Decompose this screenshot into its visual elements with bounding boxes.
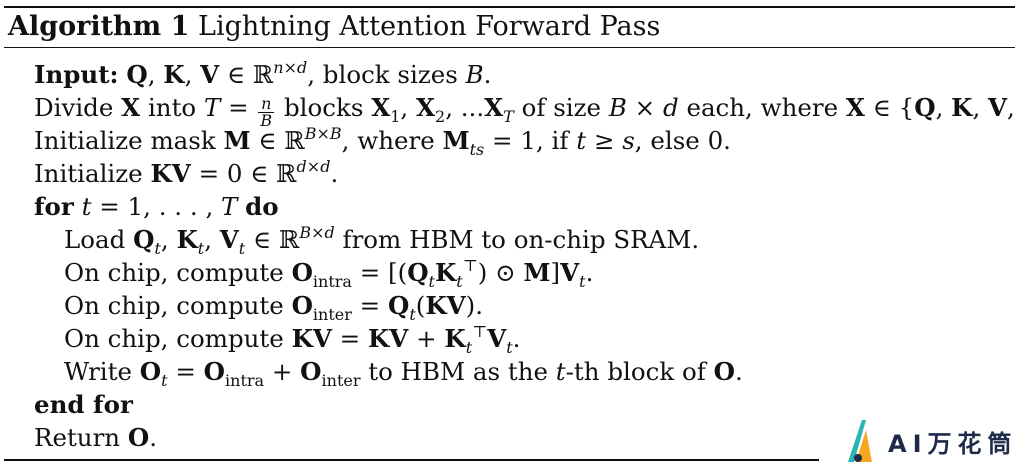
for-keyword: for <box>34 192 74 221</box>
line-compute-intra: On chip, compute Ointra = [(QtKt⊤) ⊙ M]V… <box>64 256 594 291</box>
line-input: Input: Q, K, V ∈ ℝn×d, block sizes B. <box>34 58 492 90</box>
watermark-text: AI万花筒 <box>888 430 1018 458</box>
input-rest: , block sizes <box>307 60 458 89</box>
line-return: Return O. <box>34 423 157 452</box>
header-rule <box>4 47 1015 48</box>
line-load: Load Qt, Kt, Vt ∈ ℝB×d from HBM to on-ch… <box>64 223 700 258</box>
watermark-logo: AI万花筒 <box>838 418 1014 464</box>
algorithm-name: Lightning Attention Forward Pass <box>198 11 661 42</box>
line-compute-kv: On chip, compute KV = KV + Kt⊤Vt. <box>64 322 521 357</box>
watermark-icon <box>848 420 872 462</box>
line-compute-inter: On chip, compute Ointer = Qt(KV). <box>64 291 483 324</box>
bottom-rule <box>4 459 819 461</box>
algorithm-title: Algorithm 1 Lightning Attention Forward … <box>8 10 660 44</box>
line-write: Write Ot = Ointra + Ointer to HBM as the… <box>64 357 743 390</box>
end-for-keyword: end for <box>34 390 133 419</box>
line-end-for: end for <box>34 390 133 420</box>
line-for: for t = 1, . . . , T do <box>34 192 279 221</box>
algorithm-label: Algorithm 1 <box>8 11 190 42</box>
top-rule <box>4 6 1015 8</box>
line-init-kv: Initialize KV = 0 ∈ ℝd×d. <box>34 157 339 189</box>
line-init-mask: Initialize mask M ∈ ℝB×B, where Mts = 1,… <box>34 124 731 159</box>
do-keyword: do <box>245 192 279 221</box>
input-keyword: Input: <box>34 60 119 89</box>
